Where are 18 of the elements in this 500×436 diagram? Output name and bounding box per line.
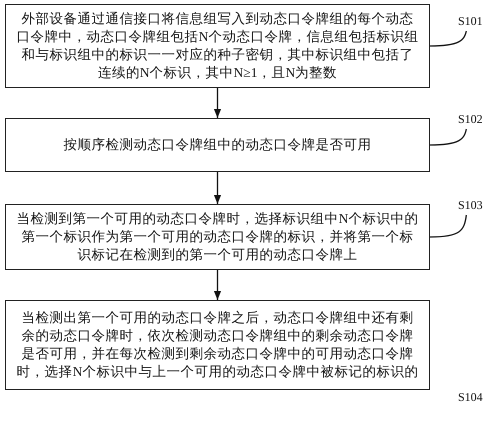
- leader-line: [430, 128, 467, 146]
- process-box: [5, 204, 430, 270]
- arrow: [214, 88, 222, 118]
- leader-line: [430, 214, 467, 238]
- step-text: 外部设备通过通信接口将信息组写入到动态口令牌组的每个动态口令牌中，动态口令牌组包括N个动态口令牌，信息组包括标识组和与标识组中的标识一一对应的种子密钥，其中标识组中包括了连续的N个标识，其中N≥1，且N为整数: [16, 10, 419, 82]
- step-text: 当检测出第一个可用的动态口令牌之后，动态口令牌组中还有剩余的动态口令牌时，依次检测动态口令牌组中的剩余动态口令牌是否可用，并在每次检测到剩余动态口令牌中的可用动态口令牌时，选择N个标识中与上一个可用的动态口令牌中被标记的标识的: [16, 309, 419, 381]
- process-box: [5, 4, 430, 88]
- step-text: 按顺序检测动态口令牌组中的动态口令牌是否可用: [64, 136, 372, 154]
- step-number: S104: [458, 390, 483, 405]
- arrow: [214, 172, 222, 204]
- step-number: S102: [458, 112, 483, 127]
- leader-line: [430, 30, 467, 47]
- arrow: [214, 270, 222, 300]
- process-box: [5, 118, 430, 172]
- step-number: S103: [458, 198, 483, 213]
- step-number: S101: [458, 14, 483, 29]
- process-box: [5, 300, 430, 390]
- step-text: 当检测到第一个可用的动态口令牌时，选择标识组中N个标识中的第一个标识作为第一个可用的动态口令牌的标识，并将第一个标识标记在检测到的第一个可用的动态口令牌上: [16, 210, 419, 264]
